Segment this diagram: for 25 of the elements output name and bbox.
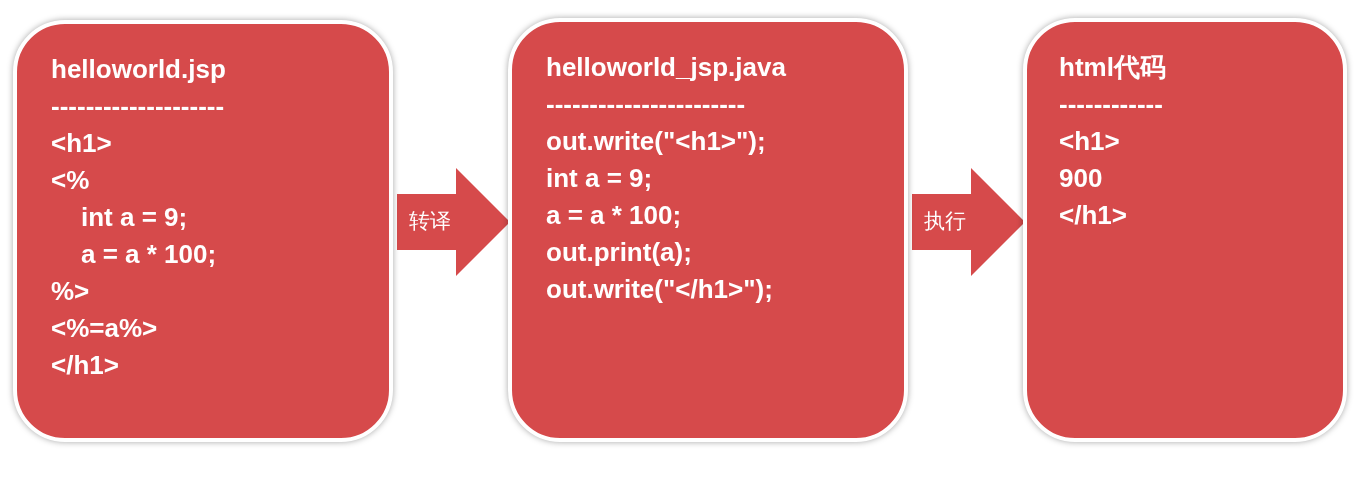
- code-line: <h1>: [1059, 126, 1120, 156]
- code-line: 900: [1059, 163, 1103, 193]
- dashed-divider-text: ------------: [1059, 89, 1163, 119]
- card-heading: helloworld.jsp: [51, 54, 226, 84]
- code-line: <h1>: [51, 128, 112, 158]
- code-line: a = a * 100;: [81, 239, 217, 269]
- code-line: out.write("<h1>");: [546, 126, 766, 156]
- edge-label: 转译: [409, 208, 451, 234]
- dashed-divider-text: --------------------: [51, 91, 225, 121]
- code-line: </h1>: [51, 350, 119, 380]
- code-line: %>: [51, 276, 90, 306]
- code-line: out.write("</h1>");: [546, 274, 773, 304]
- block-arrow: [397, 168, 510, 276]
- code-line: int a = 9;: [81, 202, 188, 232]
- card-heading: html代码: [1059, 52, 1166, 82]
- code-line: out.print(a);: [546, 237, 692, 267]
- code-line: a = a * 100;: [546, 200, 682, 230]
- block-arrow: [912, 168, 1025, 276]
- card-heading: helloworld_jsp.java: [546, 52, 786, 82]
- edge-label: 执行: [924, 208, 966, 234]
- code-line: <%=a%>: [51, 313, 158, 343]
- code-line: int a = 9;: [546, 163, 653, 193]
- dashed-divider-text: -----------------------: [546, 89, 746, 119]
- code-line: </h1>: [1059, 200, 1127, 230]
- code-line: <%: [51, 165, 90, 195]
